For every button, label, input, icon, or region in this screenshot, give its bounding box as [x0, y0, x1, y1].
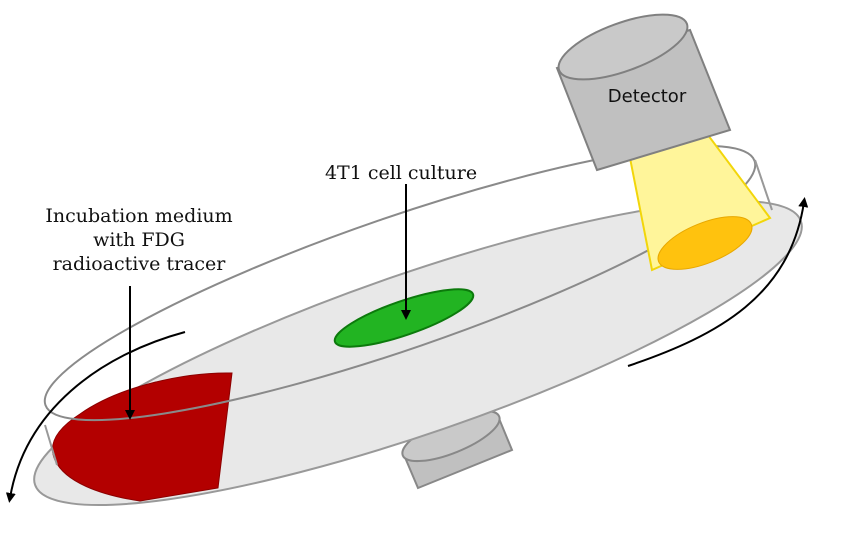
label-line: radioactive tracer — [52, 253, 226, 275]
label-line: with FDG — [93, 229, 185, 251]
incubation-medium — [51, 372, 233, 502]
incubation-medium-label: Incubation medium with FDG radioactive t… — [45, 204, 232, 276]
detector-beam — [628, 133, 772, 272]
rotation-stand — [401, 409, 514, 490]
detector-label: Detector — [607, 86, 687, 107]
rotation-arrow-icon — [5, 331, 186, 503]
label-line: Incubation medium — [45, 205, 233, 227]
detector-device — [555, 13, 732, 172]
cell-culture-label: 4T1 cell culture — [324, 162, 478, 184]
rotation-arrow-icon — [627, 197, 809, 367]
